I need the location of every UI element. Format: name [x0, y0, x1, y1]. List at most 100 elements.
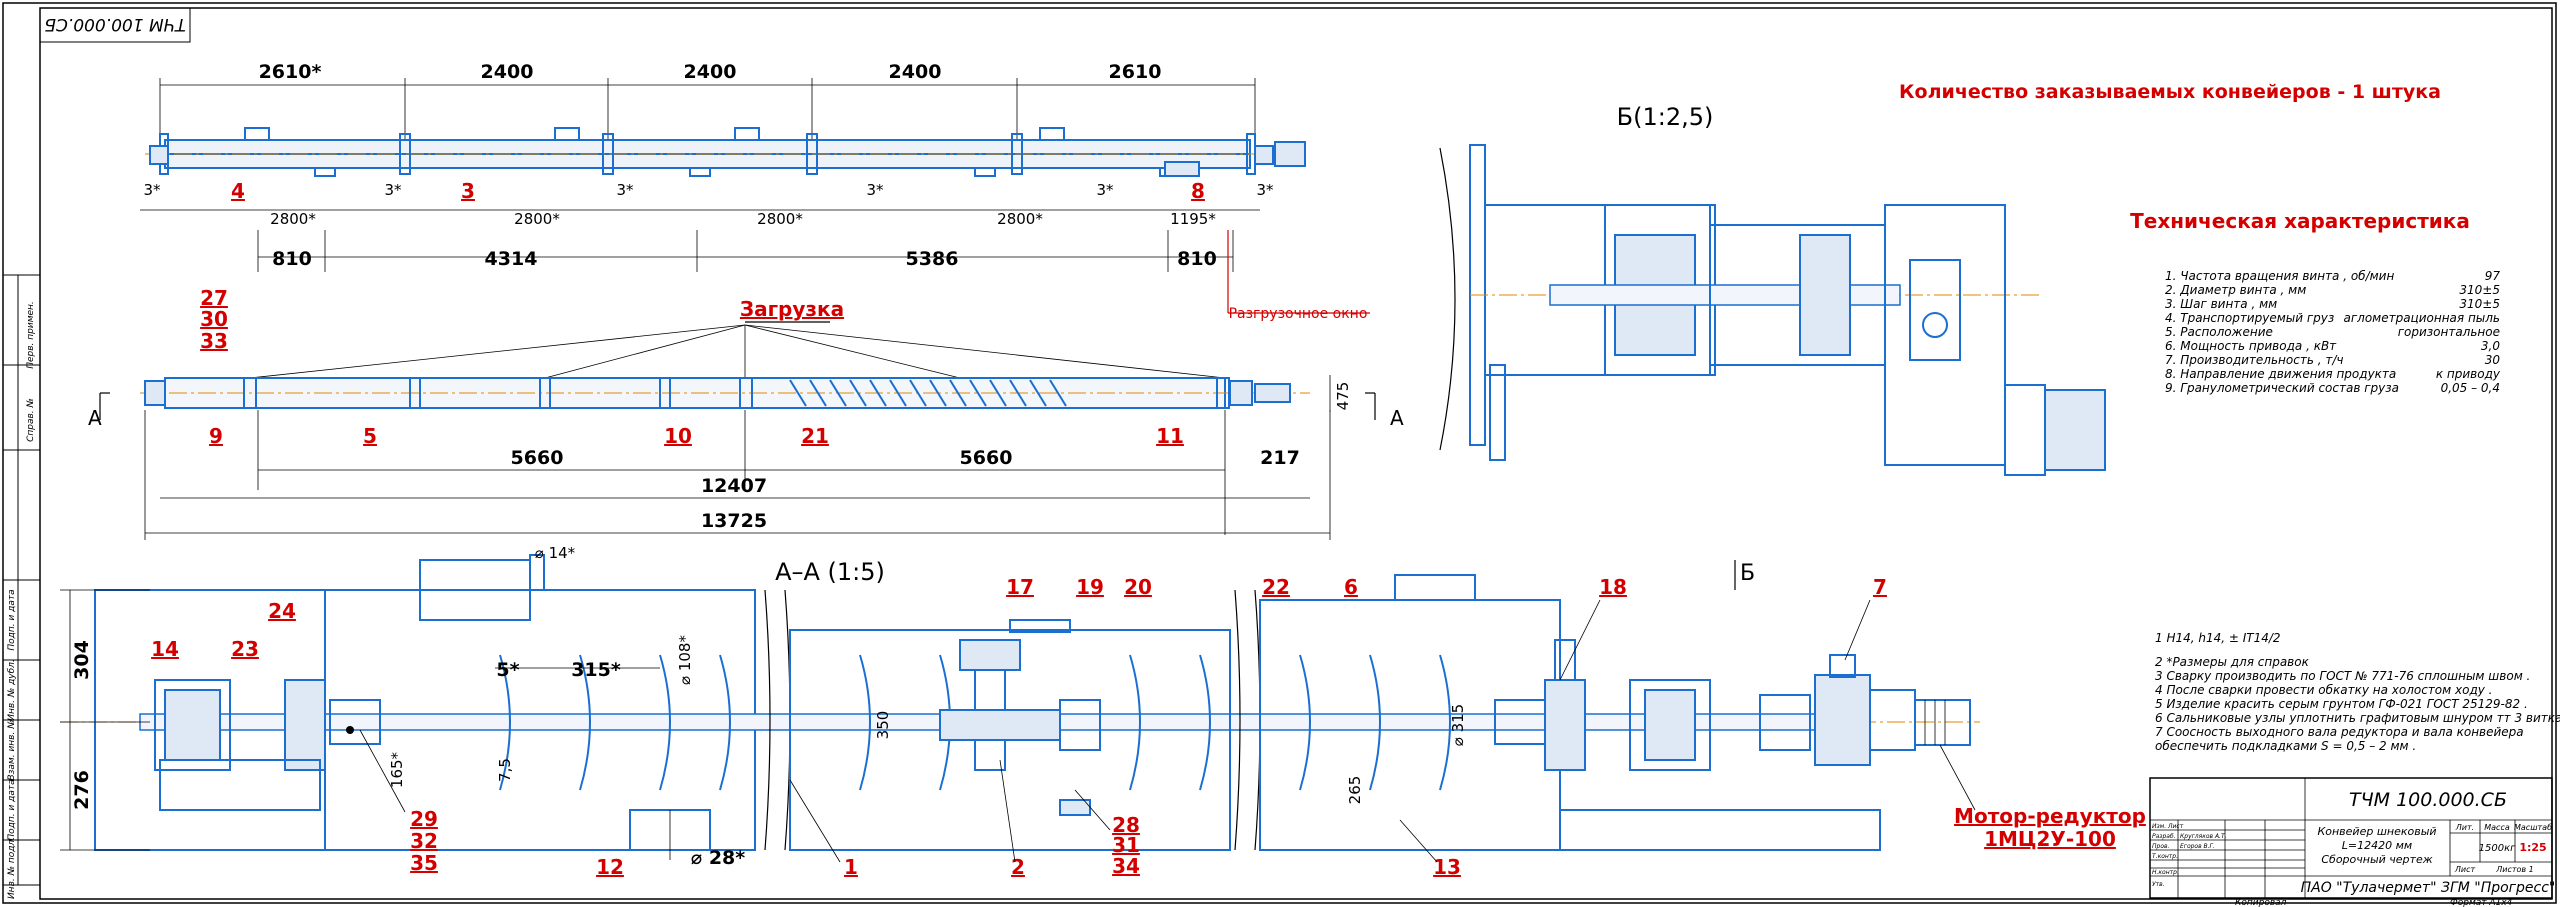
dim-gap: 3*: [143, 181, 161, 199]
dim-overall-810a: 810: [272, 248, 312, 270]
callout-6: 6: [1344, 575, 1358, 599]
note-line: 2 *Размеры для справок: [2155, 655, 2310, 669]
spec-label: 4. Транспортируемый груз: [2165, 311, 2334, 325]
spec-value: 97: [2485, 269, 2501, 283]
note-line: 4 После сварки провести обкатку на холос…: [2155, 683, 2492, 697]
dim-section-3: 2400: [684, 61, 737, 83]
callout-3: 3: [461, 179, 475, 203]
title-format: Формат A1х4: [2450, 898, 2513, 907]
title-col-mass: Масса: [2484, 823, 2510, 832]
strip-label: Подп. и дата: [7, 589, 17, 650]
dim-gap: 3*: [866, 181, 884, 199]
dim-span-2: 2800*: [514, 210, 560, 228]
dim-gap: 3*: [1096, 181, 1114, 199]
notes: 1 Н14, h14, ± IT14/2 2 *Размеры для спра…: [2155, 631, 2560, 753]
motor-label-text: Мотор-редуктор: [1954, 804, 2146, 828]
callout-4: 4: [231, 179, 245, 203]
callout-33: 33: [200, 329, 228, 353]
top-view: 2610* 2400 2400 2400 2610 2800* 28: [140, 61, 1370, 322]
dim-5660b: 5660: [960, 447, 1013, 469]
spec-value: горизонтальное: [2398, 325, 2500, 339]
dim-overall-810b: 810: [1177, 248, 1217, 270]
dim-13725: 13725: [701, 510, 767, 532]
spec-value: 30: [2485, 353, 2501, 367]
dim-7-5: 7,5: [496, 758, 514, 782]
callout-14: 14: [151, 637, 179, 661]
title-name-3: Сборочный чертеж: [2321, 853, 2432, 866]
spec-value: 3,0: [2481, 339, 2500, 353]
dim-overall-5386: 5386: [906, 248, 959, 270]
dim-276: 276: [71, 770, 93, 810]
dim-d28: ⌀ 28*: [691, 847, 745, 869]
dim-height: 475: [1334, 382, 1352, 411]
section-aa-title: А–А (1:5): [775, 558, 885, 586]
dim-section-4: 2400: [889, 61, 942, 83]
dim-overall-4314: 4314: [485, 248, 538, 270]
spec-label: 1. Частота вращения винта , об/мин: [2165, 269, 2394, 283]
dim-5660a: 5660: [511, 447, 564, 469]
callout-7: 7: [1873, 575, 1887, 599]
dim-pitch-315: 315*: [571, 659, 621, 681]
note-line: 5 Изделие красить серым грунтом ГФ-021 Г…: [2155, 697, 2528, 711]
dim-span-5: 1195*: [1170, 210, 1216, 228]
note-line: 1 Н14, h14, ± IT14/2: [2155, 631, 2281, 645]
dim-span-4: 2800*: [997, 210, 1043, 228]
title-row: Утв.: [2152, 881, 2165, 888]
callout-10: 10: [664, 424, 692, 448]
left-strip: Перв. примен. Справ. № Подп. и дата Инв.…: [2, 274, 41, 899]
section-mark-left: А: [88, 406, 102, 430]
load-label: Загрузка: [740, 297, 844, 321]
dim-d108: ⌀ 108*: [676, 635, 694, 685]
callout-30: 30: [200, 307, 228, 331]
rotated-stamp: ТЧМ 100.000.СБ: [39, 7, 191, 43]
note-line: 7 Соосность выходного вала редуктора и в…: [2155, 725, 2524, 739]
detail-b: Б(1:2,5): [1439, 103, 2106, 476]
note-line: 6 Сальниковые узлы уплотнить графитовым …: [2155, 711, 2560, 725]
dim-gap: 3*: [616, 181, 634, 199]
title-col-lit: Лит.: [2455, 823, 2474, 832]
strip-label: Инв. № дубл.: [7, 659, 17, 721]
section-mark-right: А: [1390, 406, 1404, 430]
tech-spec-title: Техническая характеристика: [2130, 209, 2470, 233]
callout-12: 12: [596, 855, 624, 879]
title-sheet: Лист: [2454, 865, 2476, 874]
title-row: Разраб.: [2152, 833, 2176, 840]
spec-label: 5. Расположение: [2165, 325, 2273, 339]
title-copied: Копировал: [2235, 898, 2287, 907]
callout-17: 17: [1006, 575, 1034, 599]
dim-span-1: 2800*: [270, 210, 316, 228]
spec-label: 2. Диаметр винта , мм: [2165, 283, 2306, 297]
callout-11: 11: [1156, 424, 1184, 448]
title-row: Пров.: [2152, 843, 2170, 850]
motor-label: Мотор-редуктор 1МЦ2У-100: [1939, 744, 2146, 851]
spec-label: 8. Направление движения продукта: [2165, 367, 2396, 381]
title-sheets: Листов 1: [2495, 865, 2534, 874]
order-note: Количество заказываемых конвейеров - 1 ш…: [1899, 81, 2441, 103]
title-org: ПАО "Тулачермет" ЗГМ "Прогресс": [2301, 880, 2556, 896]
dim-gap: 3*: [384, 181, 402, 199]
spec-value: 310±5: [2459, 283, 2500, 297]
title-name-2: L=12420 мм: [2342, 839, 2412, 852]
dim-span-3: 2800*: [757, 210, 803, 228]
dim-d14: ⌀ 14*: [535, 544, 576, 562]
dim-pitch-5: 5*: [496, 659, 519, 681]
title-row: Т.контр.: [2152, 853, 2178, 860]
motor-model-text: 1МЦ2У-100: [1984, 827, 2116, 851]
outlet-note: Разгрузочное окно: [1229, 306, 1368, 322]
callout-32: 32: [410, 829, 438, 853]
dim-350: 350: [874, 711, 892, 740]
callout-8: 8: [1191, 179, 1205, 203]
strip-label: Подп. и дата: [7, 779, 17, 840]
dim-304: 304: [71, 640, 93, 680]
section-aa: А–А (1:5) Б: [60, 544, 1980, 879]
callout-18: 18: [1599, 575, 1627, 599]
dim-section-1: 2610*: [259, 61, 322, 83]
strip-label: Инв. № подл.: [7, 837, 17, 899]
callout-31: 31: [1112, 833, 1140, 857]
spec-value: 310±5: [2459, 297, 2500, 311]
callout-29: 29: [410, 807, 438, 831]
callout-21: 21: [801, 424, 829, 448]
dim-section-2: 2400: [481, 61, 534, 83]
title-name: Егоров В.Г.: [2180, 843, 2215, 850]
